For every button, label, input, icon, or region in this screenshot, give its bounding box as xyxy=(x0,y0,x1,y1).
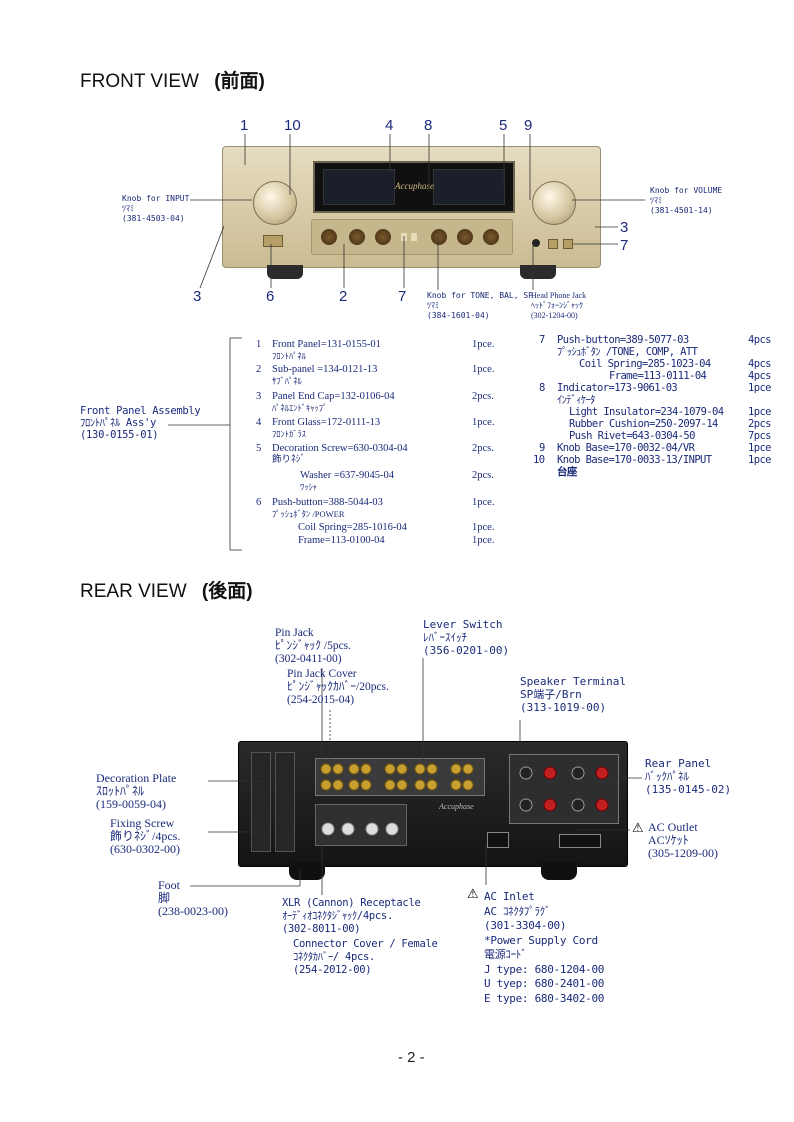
pin-jack-label: Pin Jack ﾋﾟﾝｼﾞｬｯｸ /5pcs. (302-0411-00) xyxy=(275,627,352,665)
assembly-jp: ﾌﾛﾝﾄﾊﾟﾈﾙ Ass'y xyxy=(80,417,157,429)
headphone-jack-label: Head Phone Jack ﾍｯﾄﾞﾌｫｰﾝｼﾞｬｯｸ (302-1204-… xyxy=(531,291,587,320)
amplifier-rear-image: Accuphase xyxy=(238,741,628,880)
callout-8: 8 xyxy=(424,117,433,134)
callout-1: 1 xyxy=(240,117,249,134)
parts-row: 台座 xyxy=(557,466,577,478)
callout-2: 2 xyxy=(339,288,348,305)
parts-row: Coil Spring=285-1016-04 1pce. xyxy=(298,522,495,533)
callout-3-right: 3 xyxy=(620,219,629,236)
parts-row: 2 Sub-panel =134-0121-13 ｻﾌﾞﾊﾟﾈﾙ 1pce. xyxy=(256,364,495,386)
ac-outlet-label: AC Outlet ACｿｹｯﾄ (305-1209-00) xyxy=(648,820,718,860)
callout-4: 4 xyxy=(385,117,394,134)
callout-7-right: 7 xyxy=(620,237,629,254)
page-number: - 2 - xyxy=(398,1049,425,1066)
volume-knob-image xyxy=(532,181,576,225)
assembly-name: Front Panel Assembly xyxy=(80,405,201,417)
meter-window: Accuphase xyxy=(313,161,515,213)
callout-9: 9 xyxy=(524,117,533,134)
callout-5: 5 xyxy=(499,117,508,134)
front-panel-assembly: Front Panel Assembly ﾌﾛﾝﾄﾊﾟﾈﾙ Ass'y (130… xyxy=(80,405,201,441)
rear-panel-label: Rear Panel ﾊﾞｯｸﾊﾟﾈﾙ (135-0145-02) xyxy=(645,757,732,796)
front-view-title-text: FRONT VIEW xyxy=(80,71,199,92)
callout-7-bottom: 7 xyxy=(398,288,407,305)
callout-6: 6 xyxy=(266,288,275,305)
rear-leader-lines xyxy=(190,658,642,895)
rear-view-title: REAR VIEW (後面) xyxy=(80,576,253,603)
parts-row: 4 Front Glass=172-0111-13 ﾌﾛﾝﾄｶﾞﾗｽ 1pce. xyxy=(256,417,495,439)
parts-row: 3 Panel End Cap=132-0106-04 ﾊﾟﾈﾙｴﾝﾄﾞｷｬｯﾌ… xyxy=(256,391,494,413)
warning-icon: ⚠ xyxy=(632,820,644,835)
lever-switch-label: Lever Switch ﾚﾊﾞｰｽｲｯﾁ (356-0201-00) xyxy=(423,618,510,657)
parts-row: Frame=113-0100-04 1pce. xyxy=(298,535,495,546)
xlr-receptacle-label: XLR (Cannon) Receptacle ｵｰﾃﾞｨｵｺﾈｸﾀｼﾞｬｯｸ/… xyxy=(282,897,421,935)
knob-volume-label: Knob for VOLUME ﾂﾏﾐ (381-4501-14) xyxy=(650,186,723,215)
pin-jack-cover-label: Pin Jack Cover ﾋﾟﾝｼﾞｬｯｸｶﾊﾞｰ/20pcs. (254-… xyxy=(287,668,389,706)
front-view-title-jp: (前面) xyxy=(214,71,265,92)
amplifier-front-image: Accuphase xyxy=(222,146,601,279)
speaker-terminal-label: Speaker Terminal SP端子/Brn (313-1019-00) xyxy=(520,675,626,714)
fixing-screw-label: Fixing Screw 飾りﾈｼﾞ/4pcs. (630-0302-00) xyxy=(110,816,181,856)
rear-view-title-jp: (後面) xyxy=(201,581,253,602)
power-button-image xyxy=(263,235,283,247)
ac-inlet-label: AC Inlet AC ｺﾈｸﾀﾌﾟﾗｸﾞ (301-3304-00) *Pow… xyxy=(484,890,605,1005)
assembly-num: (130-0155-01) xyxy=(80,429,159,441)
speaker-terminals-image xyxy=(509,754,619,824)
parts-row: ｲﾝﾃﾞｨｹｰﾀ xyxy=(557,394,595,406)
warning-icon: ⚠ xyxy=(467,886,479,901)
parts-row: 6 Push-button=388-5044-03 ﾌﾟｯｼｭﾎﾞﾀﾝ /POW… xyxy=(256,497,495,519)
rear-view-title-text: REAR VIEW xyxy=(80,581,187,602)
meter-brand: Accuphase xyxy=(395,181,434,191)
parts-row: ﾌﾟｯｼｭﾎﾞﾀﾝ /TONE, COMP, ATT xyxy=(557,346,698,358)
front-leader-lines xyxy=(168,134,645,551)
parts-row: 1 Front Panel=131-0155-01 ﾌﾛﾝﾄﾊﾟﾈﾙ 1pce. xyxy=(256,339,495,361)
connector-cover-label: Connector Cover / Female ｺﾈｸﾀｶﾊﾞｰ/ 4pcs.… xyxy=(293,938,438,976)
callout-10: 10 xyxy=(284,117,301,134)
foot-label: Foot 脚 (238-0023-00) xyxy=(158,878,228,918)
knob-input-label: Knob for INPUT ﾂﾏﾐ (381-4503-04) xyxy=(122,194,190,223)
knob-tone-label: Knob for TONE, BAL, SP ﾂﾏﾐ (384-1601-04) xyxy=(427,291,533,320)
parts-list-left: 1 Front Panel=131-0155-01 ﾌﾛﾝﾄﾊﾟﾈﾙ 1pce.… xyxy=(250,339,510,548)
decoration-plate-label: Decoration Plate ｽﾛｯﾄﾊﾟﾈﾙ (159-0059-04) xyxy=(96,771,177,811)
parts-row: 5 Decoration Screw=630-0304-04 飾りﾈｼﾞ 2pc… xyxy=(256,443,494,465)
parts-row: Washer =637-9045-04 ﾜｯｼｬ 2pcs. xyxy=(300,470,494,492)
pin-jacks-image xyxy=(315,758,485,796)
rear-brand: Accuphase xyxy=(439,802,474,811)
front-view-title: FRONT VIEW (前面) xyxy=(80,66,265,93)
callout-3-bottom: 3 xyxy=(193,288,202,305)
